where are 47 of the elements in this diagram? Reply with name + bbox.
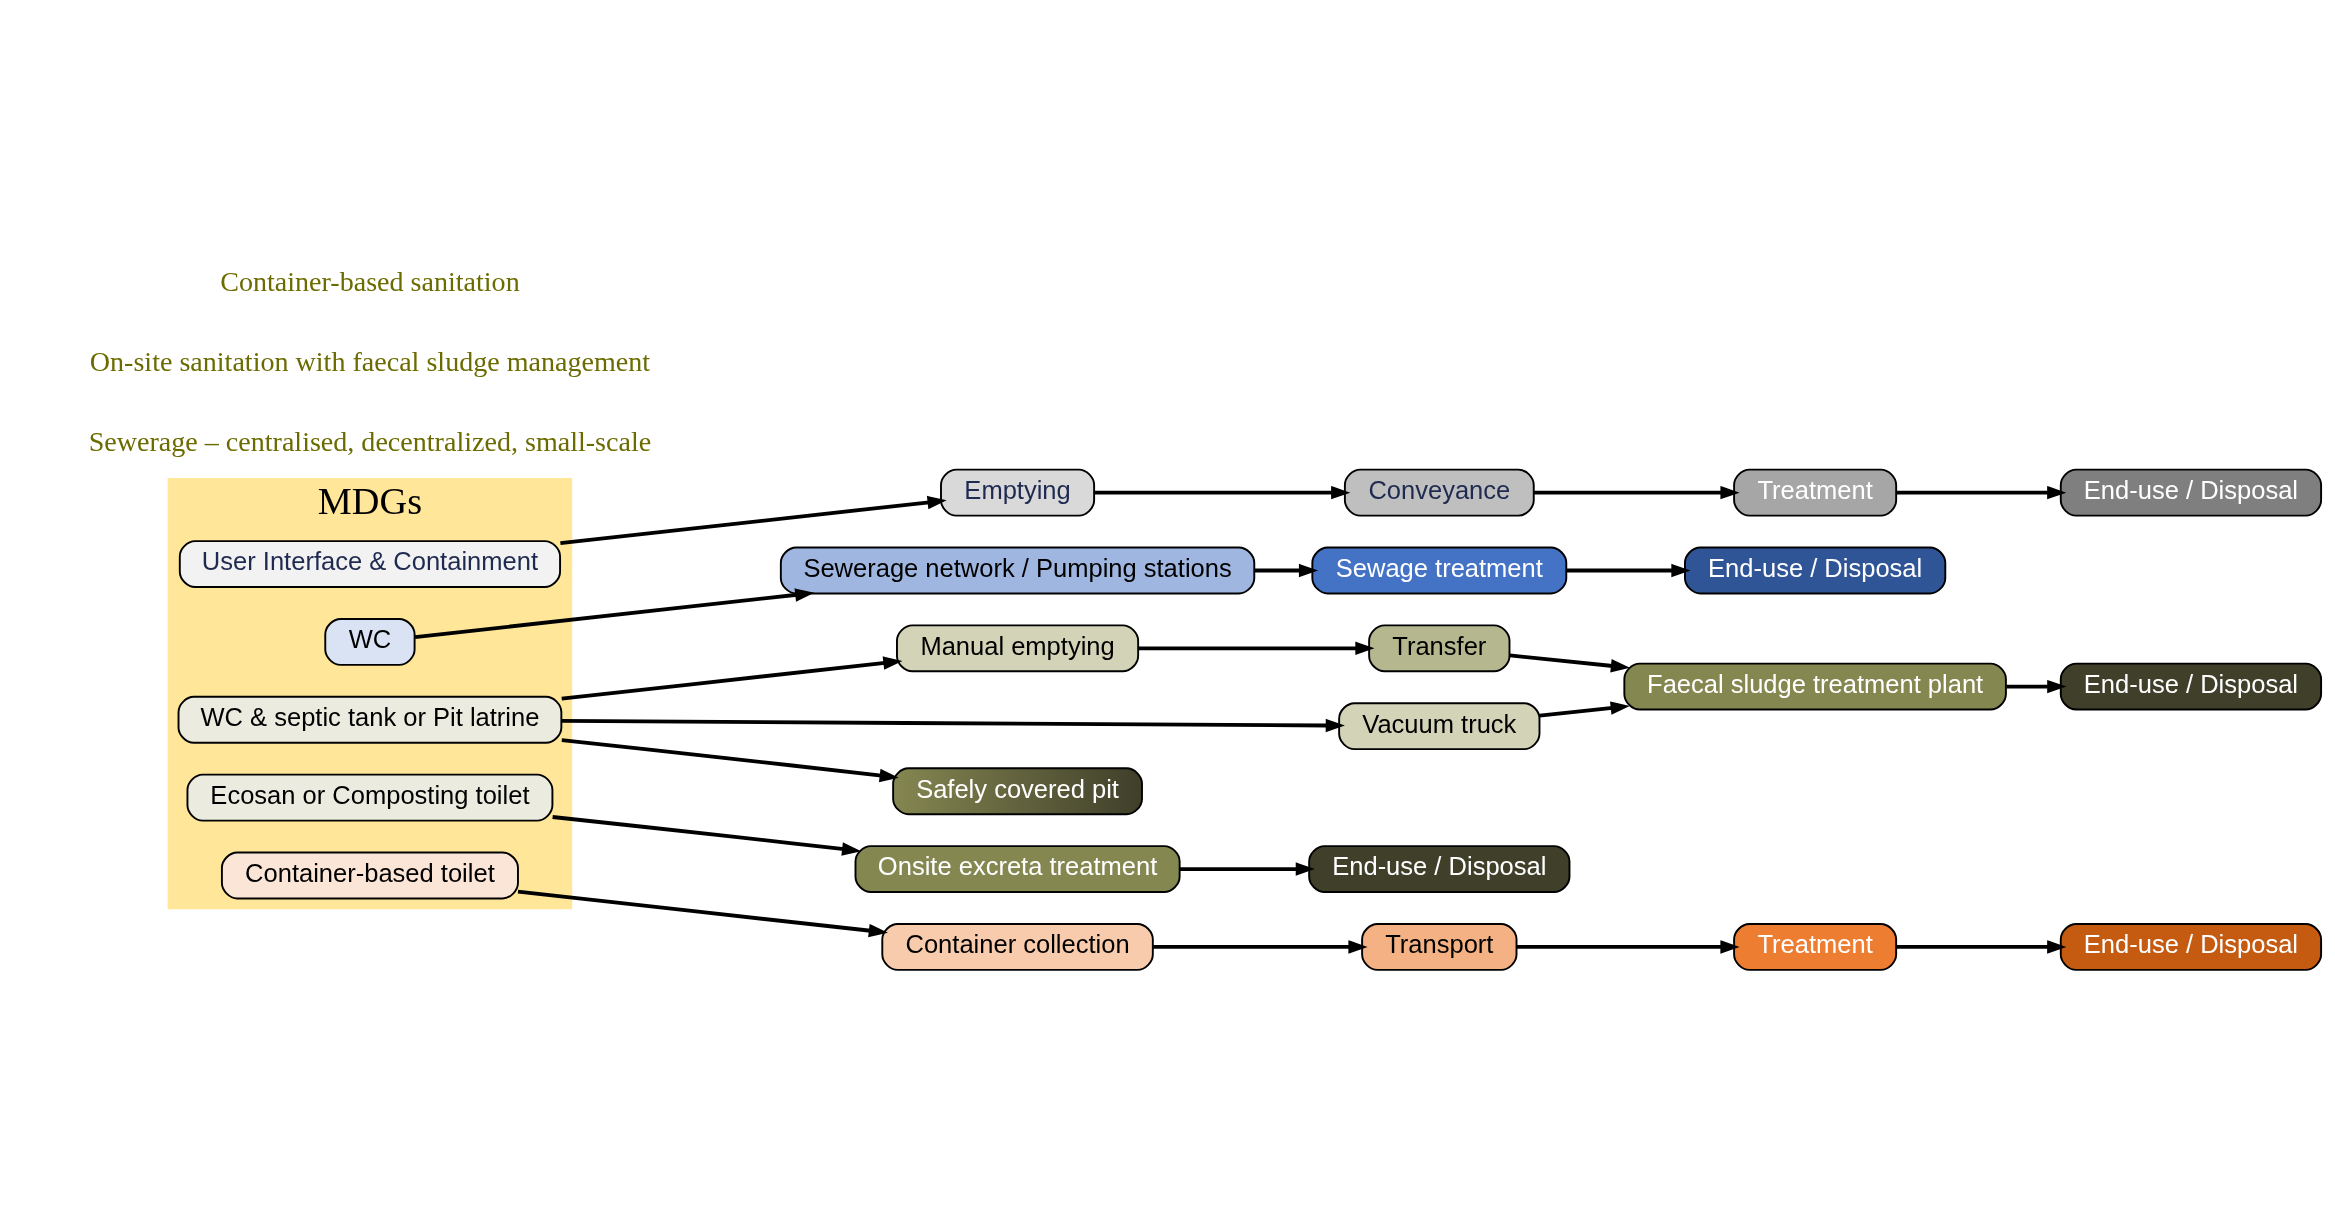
arrow [1138, 641, 1375, 656]
node-box: Safely covered pit [892, 767, 1143, 816]
node-box: Transport [1361, 923, 1518, 971]
node-box: Conveyance [1343, 468, 1535, 517]
arrow [1533, 485, 1740, 500]
arrow [552, 815, 862, 856]
node-box: Ecosan or Composting toilet [186, 773, 554, 822]
arrow [1254, 563, 1319, 578]
node-box: Sewerage network / Pumping stations [779, 546, 1256, 595]
node-box: Treatment [1733, 923, 1898, 971]
arrow [1896, 940, 2067, 954]
arrow [1539, 701, 1630, 718]
label: Container-based sanitation [220, 265, 520, 297]
node-box: Container-based toilet [220, 851, 519, 900]
arrow [1509, 653, 1631, 673]
node-box: Treatment [1733, 468, 1898, 517]
node-box: End-use / Disposal [2059, 662, 2323, 711]
arrow [561, 738, 899, 783]
node-box: WC [324, 618, 416, 666]
arrow [1179, 862, 1315, 876]
node-box: Vacuum truck [1338, 702, 1541, 751]
node-box: End-use / Disposal [2059, 923, 2323, 971]
arrow [1516, 940, 1740, 954]
node-box: End-use / Disposal [1684, 546, 1947, 595]
node-box: Emptying [940, 468, 1096, 517]
arrow [560, 495, 947, 546]
node-box: Sewage treatment [1311, 546, 1568, 595]
arrow [414, 588, 815, 639]
arrow [561, 718, 1345, 733]
node-box: User Interface & Containment [178, 540, 562, 588]
node-box: Manual emptying [896, 624, 1140, 673]
arrow [1094, 485, 1351, 500]
node-box: Onsite excreta treatment [854, 845, 1181, 893]
node-box: End-use / Disposal [2059, 468, 2323, 517]
node-box: Faecal sludge treatment plant [1623, 662, 2007, 711]
arrow [517, 889, 888, 938]
arrow [2006, 679, 2067, 694]
label: Sewerage – centralised, decentralized, small-scale [88, 426, 652, 458]
node-box: End-use / Disposal [1308, 845, 1571, 893]
arrow [561, 656, 903, 701]
arrow [1896, 485, 2067, 500]
label: On-site sanitation with faecal sludge management [89, 345, 651, 377]
node-box: Container collection [881, 923, 1154, 971]
node-box: WC & septic tank or Pit latrine [177, 695, 563, 744]
arrow [1566, 563, 1691, 578]
arrow [1153, 940, 1368, 954]
node-box: Transfer [1368, 624, 1511, 673]
